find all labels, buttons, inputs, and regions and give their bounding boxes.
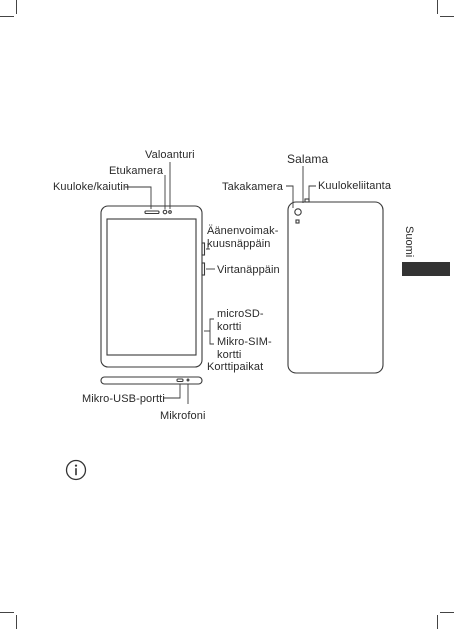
front-screen	[106, 218, 197, 356]
usb-port-shape	[176, 378, 184, 383]
crop-mark-bl-h	[0, 612, 14, 613]
label-earpiece: Kuuloke/kaiutin	[53, 181, 130, 193]
label-flash: Salama	[287, 152, 329, 166]
volume-button	[201, 242, 206, 256]
headset-jack-shape	[304, 198, 310, 203]
label-front-camera: Etukamera	[109, 165, 164, 177]
earpiece-slot	[144, 210, 160, 215]
front-camera-lens	[162, 209, 168, 215]
rear-device-body	[287, 201, 384, 374]
mic-hole	[186, 378, 190, 382]
side-tab-label: Suomi	[403, 226, 415, 258]
crop-mark-tl-v	[16, 0, 17, 14]
label-volume-keys-line2: kuusnäppäin	[207, 238, 271, 250]
crop-mark-tr-h	[440, 16, 454, 17]
flash-shape	[295, 219, 300, 224]
label-microsd-line1: microSD-	[217, 308, 264, 320]
front-device-body	[100, 205, 203, 368]
side-tab-marker	[402, 262, 450, 276]
label-light-sensor: Valoanturi	[145, 149, 195, 161]
label-microsd-line2: kortti	[217, 321, 242, 333]
light-sensor-dot	[168, 210, 172, 214]
rear-camera-lens	[294, 208, 302, 216]
info-circle-icon	[65, 459, 87, 486]
label-headset-jack: Kuulokeliitanta	[318, 180, 392, 192]
label-power-key: Virtanäppäin	[217, 264, 280, 276]
label-microsim-line2: kortti	[217, 349, 242, 361]
crop-mark-bl-v	[16, 615, 17, 629]
crop-mark-tr-v	[437, 0, 438, 14]
crop-mark-tl-h	[0, 16, 14, 17]
label-volume-keys-line1: Äänenvoimak-	[207, 225, 279, 237]
label-micro-usb: Mikro-USB-portti	[82, 393, 165, 405]
crop-mark-br-h	[440, 612, 454, 613]
label-microphone: Mikrofoni	[160, 410, 206, 422]
bottom-edge-view	[100, 376, 203, 385]
crop-mark-br-v	[437, 615, 438, 629]
label-rear-camera: Takakamera	[222, 181, 283, 193]
label-microsim-line1: Mikro-SIM-	[217, 336, 272, 348]
label-card-slots: Korttipaikat	[207, 361, 264, 373]
power-button	[201, 262, 206, 276]
